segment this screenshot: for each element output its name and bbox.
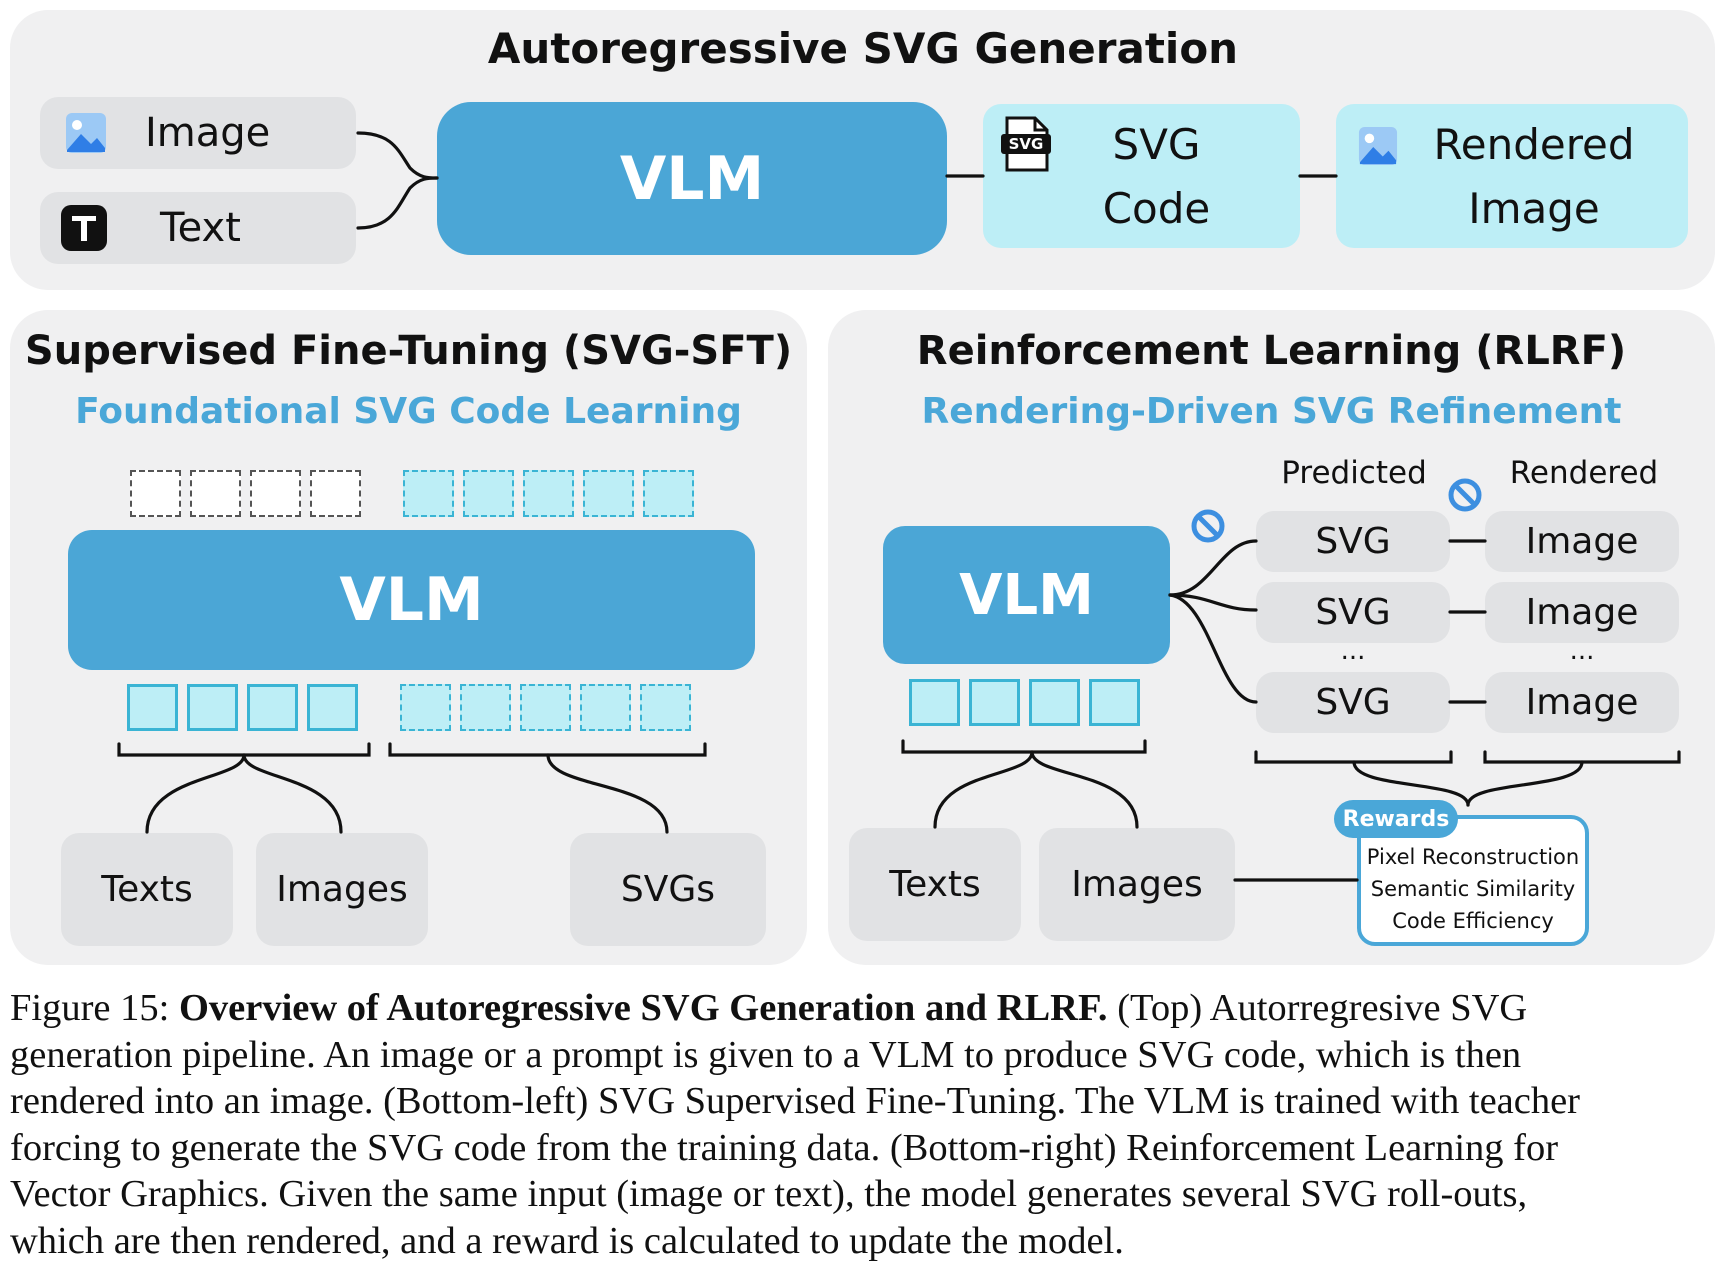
reward-item: Pixel Reconstruction (1366, 845, 1580, 869)
connector-lines (117, 131, 1681, 882)
caption-line: Vector Graphics. Given the same input (i… (10, 1173, 1528, 1215)
rl-texts-input: Texts (849, 828, 1021, 941)
output-token-placeholder (310, 470, 361, 517)
rendered-image-1: Image (1485, 511, 1679, 572)
caption-line: which are then rendered, and a reward is… (10, 1219, 1124, 1262)
svg-code-line1: SVG (1112, 120, 1201, 169)
input-svg-token (400, 684, 451, 731)
caption-label: Figure 15: (10, 987, 170, 1029)
svg-text:SVG: SVG (1009, 135, 1044, 153)
predicted-svg-2: SVG (1256, 582, 1450, 643)
reward-item: Semantic Similarity (1370, 877, 1576, 901)
caption-line: (Top) Autorregresive SVG (1107, 987, 1528, 1029)
rl-vlm-block: VLM (883, 526, 1170, 664)
rendered-image-box: Rendered Image (1336, 104, 1688, 248)
output-token-placeholder (250, 470, 301, 517)
output-svg-token (583, 470, 634, 517)
svg-code-box: SVG SVG Code (983, 104, 1300, 248)
image-icon (65, 112, 107, 154)
text-icon (60, 204, 108, 252)
input-token (247, 684, 298, 731)
sft-title: Supervised Fine-Tuning (SVG-SFT) (24, 328, 793, 374)
output-svg-token (463, 470, 514, 517)
output-svg-token (643, 470, 694, 517)
rl-input-token (1029, 679, 1080, 726)
input-token (187, 684, 238, 731)
rendered-image-2: Image (1485, 582, 1679, 643)
reward-item: Code Efficiency (1392, 909, 1554, 933)
rl-input-token (969, 679, 1020, 726)
text-input-pill: Text (40, 192, 356, 264)
stop-gradient-icon (1190, 508, 1226, 544)
caption-line: generation pipeline. An image or a promp… (10, 1033, 1522, 1076)
output-token-placeholder (130, 470, 181, 517)
input-token (127, 684, 178, 731)
caption-line: forcing to generate the SVG code from th… (10, 1126, 1559, 1169)
top-title: Autoregressive SVG Generation (487, 24, 1239, 73)
rl-input-token (909, 679, 960, 726)
predicted-svg-3: SVG (1256, 672, 1450, 733)
input-svg-token (640, 684, 691, 731)
rl-title: Reinforcement Learning (RLRF) (916, 328, 1627, 374)
rewards-badge: Rewards (1334, 800, 1458, 838)
input-svg-token (580, 684, 631, 731)
rendered-header: Rendered (1509, 455, 1659, 491)
sft-vlm-block: VLM (68, 530, 755, 670)
input-svg-token (460, 684, 511, 731)
input-svg-token (520, 684, 571, 731)
output-svg-token (523, 470, 574, 517)
svg-file-icon: SVG (1001, 116, 1051, 172)
output-token-placeholder (190, 470, 241, 517)
sft-subtitle: Foundational SVG Code Learning (75, 391, 742, 432)
rewards-box: Pixel Reconstruction Semantic Similarity… (1357, 815, 1589, 946)
caption-line: rendered into an image. (Bottom-left) SV… (10, 1080, 1581, 1122)
figure-caption: Figure 15: Overview of Autoregressive SV… (10, 985, 1716, 1264)
sft-texts-input: Texts (61, 833, 233, 946)
caption-bold: Overview of Autoregressive SVG Generatio… (178, 987, 1108, 1029)
rendered-image-line1: Rendered (1433, 120, 1635, 169)
predicted-header: Predicted (1281, 455, 1427, 491)
text-input-label: Text (160, 205, 241, 251)
rendered-ellipsis: ... (1569, 636, 1595, 666)
sft-svgs-input: SVGs (570, 833, 766, 946)
predicted-svg-1: SVG (1256, 511, 1450, 572)
rl-images-input: Images (1039, 828, 1235, 941)
image-icon (1358, 126, 1398, 166)
sft-images-input: Images (256, 833, 428, 946)
rl-subtitle: Rendering-Driven SVG Refinement (921, 391, 1622, 432)
stop-gradient-icon (1447, 477, 1483, 513)
rendered-image-3: Image (1485, 672, 1679, 733)
predicted-ellipsis: ... (1340, 636, 1366, 666)
input-token (307, 684, 358, 731)
image-input-pill: Image (40, 97, 356, 169)
top-vlm-block: VLM (437, 102, 947, 255)
image-input-label: Image (145, 110, 271, 156)
rendered-image-line2: Image (1468, 184, 1600, 233)
svg-code-line2: Code (1102, 184, 1211, 233)
output-svg-token (403, 470, 454, 517)
rl-input-token (1089, 679, 1140, 726)
